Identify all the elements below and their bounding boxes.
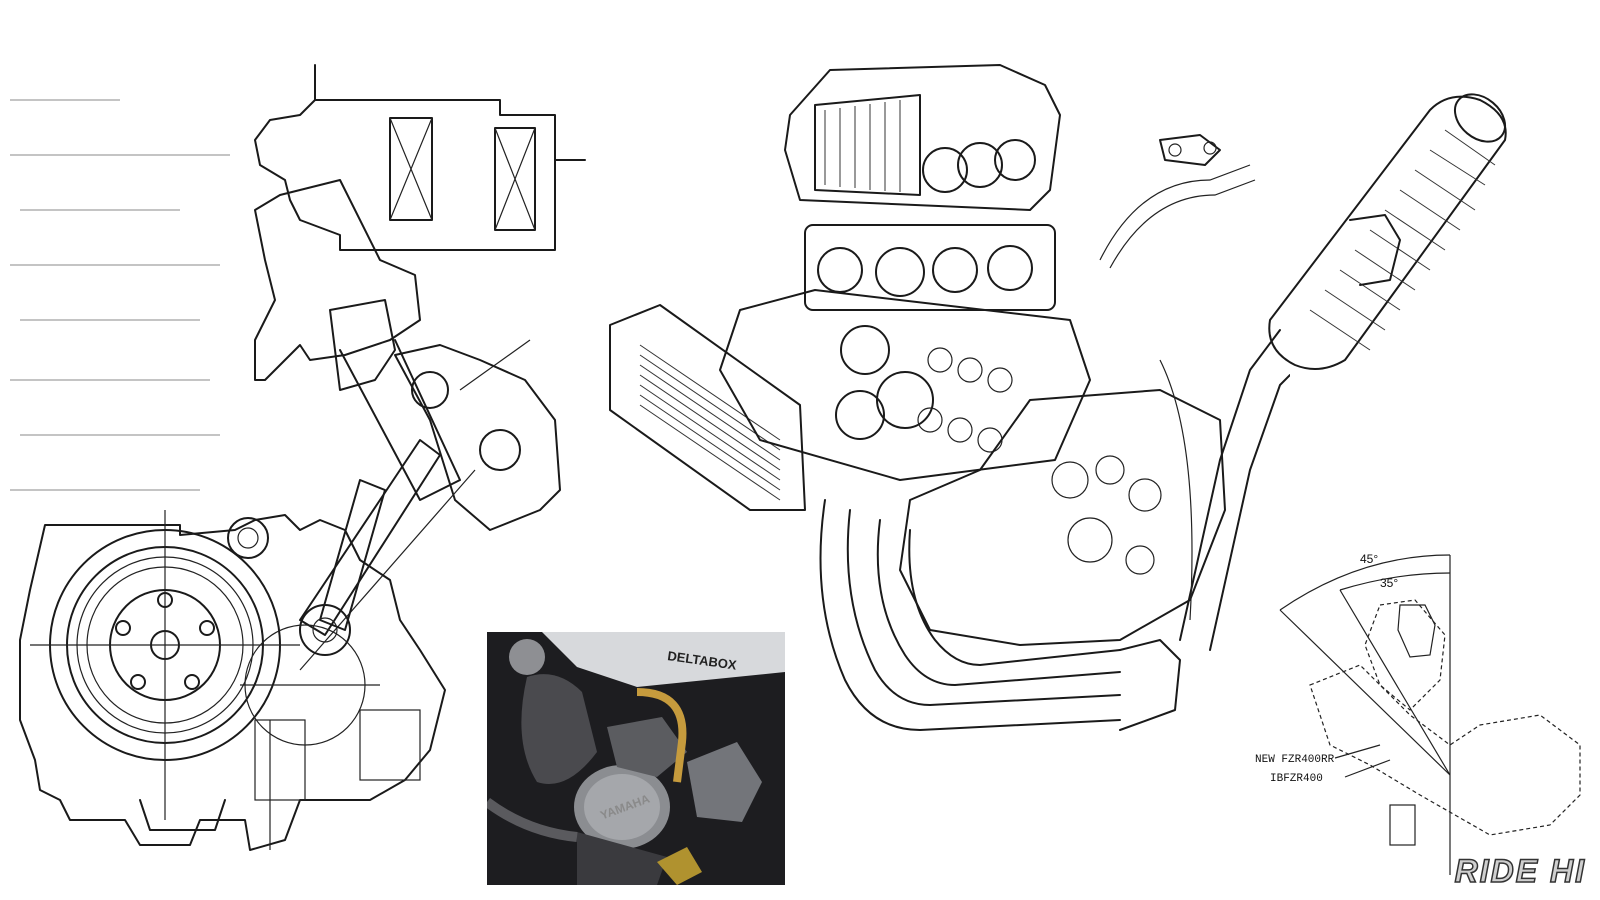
v-engine-cross-section-drawing: [0, 60, 600, 890]
angle-45-label: 45°: [1360, 552, 1378, 566]
cylinder-angle-comparison-diagram: 45° 35° NEW FZR400RR IBFZR400: [1250, 545, 1600, 890]
legend-new-fzr400rr: NEW FZR400RR: [1255, 754, 1335, 766]
inline-four-engine-cutaway-drawing: [600, 40, 1290, 760]
inset-engine-photo: DELTABOX YAMAHA: [487, 632, 785, 885]
legend-ibfzr400: IBFZR400: [1270, 773, 1323, 785]
ride-hi-watermark: RIDE HI: [1454, 852, 1586, 890]
exhaust-muffler-drawing: [1250, 80, 1550, 380]
angle-35-label: 35°: [1380, 576, 1398, 590]
